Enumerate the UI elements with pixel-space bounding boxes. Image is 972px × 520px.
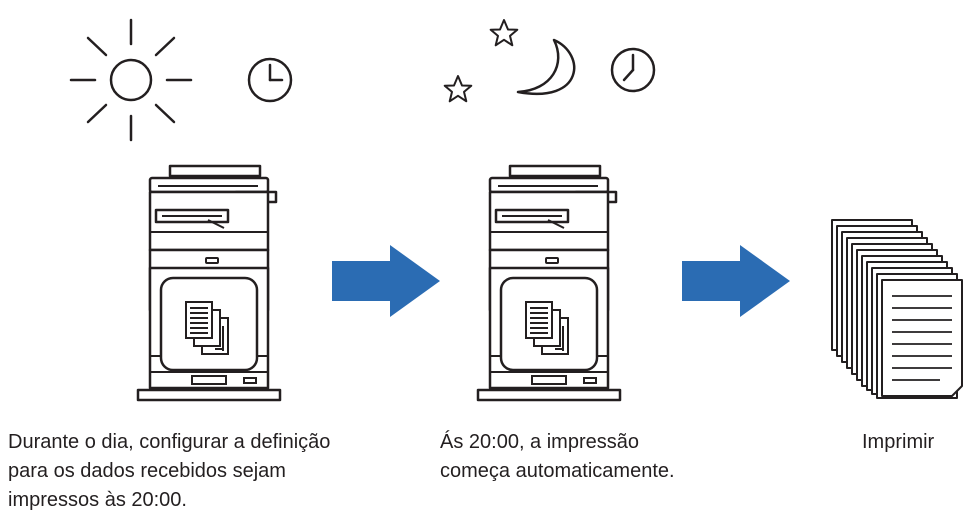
star-icon bbox=[489, 19, 519, 47]
clock-icon bbox=[247, 57, 293, 103]
caption-day: Durante o dia, configurar a definição pa… bbox=[8, 428, 330, 515]
moon-icon bbox=[516, 38, 576, 95]
printer-icon bbox=[136, 164, 282, 402]
caption-day-line-3: impressos às 20:00. bbox=[8, 489, 187, 511]
caption-output: Imprimir bbox=[862, 428, 934, 457]
caption-output-line-1: Imprimir bbox=[862, 431, 935, 453]
caption-night-line-1: Ás 20:00, a impressão bbox=[440, 431, 639, 453]
caption-day-line-1: Durante o dia, configurar a definição bbox=[8, 431, 331, 453]
caption-day-line-2: para os dados recebidos sejam bbox=[8, 460, 286, 482]
star-icon bbox=[443, 75, 473, 103]
caption-night-line-2: começa automaticamente. bbox=[440, 460, 675, 482]
caption-night: Ás 20:00, a impressão começa automaticam… bbox=[440, 428, 675, 486]
printer-icon bbox=[476, 164, 622, 402]
workflow-illustration bbox=[69, 18, 963, 402]
arrow-right-icon bbox=[682, 245, 790, 317]
sun-icon bbox=[69, 18, 193, 142]
paper-stack-icon bbox=[831, 219, 963, 399]
arrow-right-icon bbox=[332, 245, 440, 317]
clock-icon bbox=[610, 47, 656, 93]
